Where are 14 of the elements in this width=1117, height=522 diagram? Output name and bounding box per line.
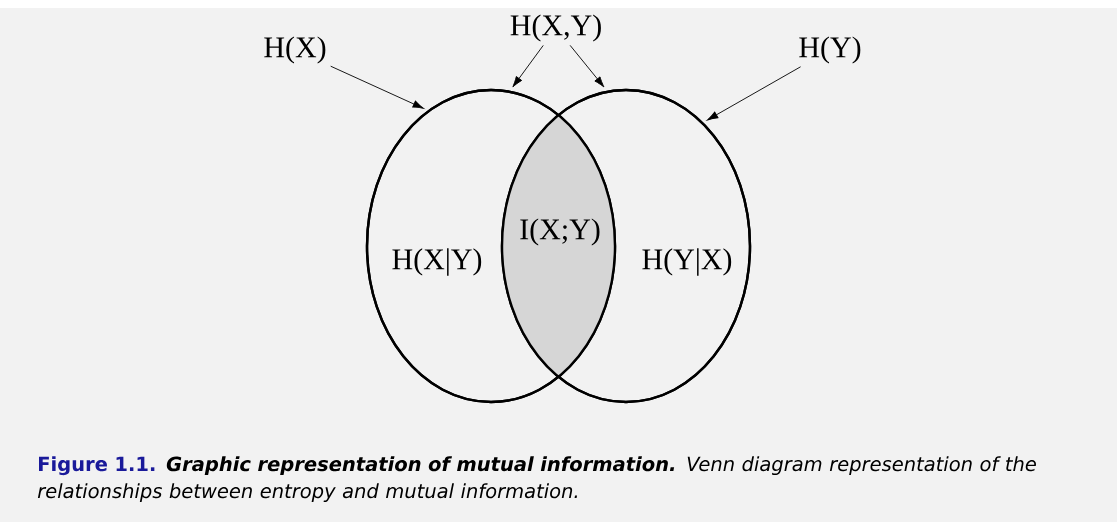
arrow <box>706 66 802 121</box>
caption: relationships between entropy and mutual information. <box>37 483 578 503</box>
entropy-label: H(X) <box>264 36 326 64</box>
figure-caption: Figure 1.1. Graphic representation of mutual information. Venn diagram representation of the relationships between entropy and mutual information. <box>37 456 1036 503</box>
caption: Graphic representation of mutual information. Venn diagram representation of the <box>166 456 1036 476</box>
label: Figure 1.1. <box>39 456 155 476</box>
node-label: H(Y|X) <box>642 248 732 276</box>
arrow <box>330 65 424 109</box>
node-label: H(X|Y) <box>392 248 482 276</box>
entropy-label: H(X,Y) <box>510 14 601 42</box>
overlap-region: I(X;Y) <box>502 115 615 377</box>
arrow <box>512 44 544 88</box>
entropy-label: H(Y) <box>799 36 861 64</box>
arrow <box>569 44 605 88</box>
